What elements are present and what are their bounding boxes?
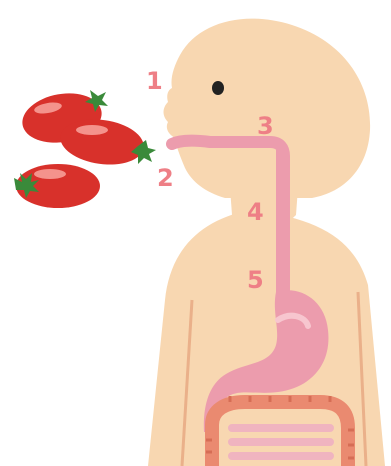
tomato-bottom-highlight (34, 169, 66, 179)
tomatoes (14, 87, 156, 208)
label-2: 2 (157, 164, 174, 192)
label-4: 4 (247, 198, 264, 226)
label-5: 5 (247, 266, 264, 294)
tomato-bottom (14, 164, 100, 208)
label-3: 3 (257, 112, 274, 140)
head (164, 19, 371, 198)
label-1: 1 (146, 67, 163, 95)
eye (212, 81, 224, 95)
tomato-middle-highlight (76, 125, 108, 135)
